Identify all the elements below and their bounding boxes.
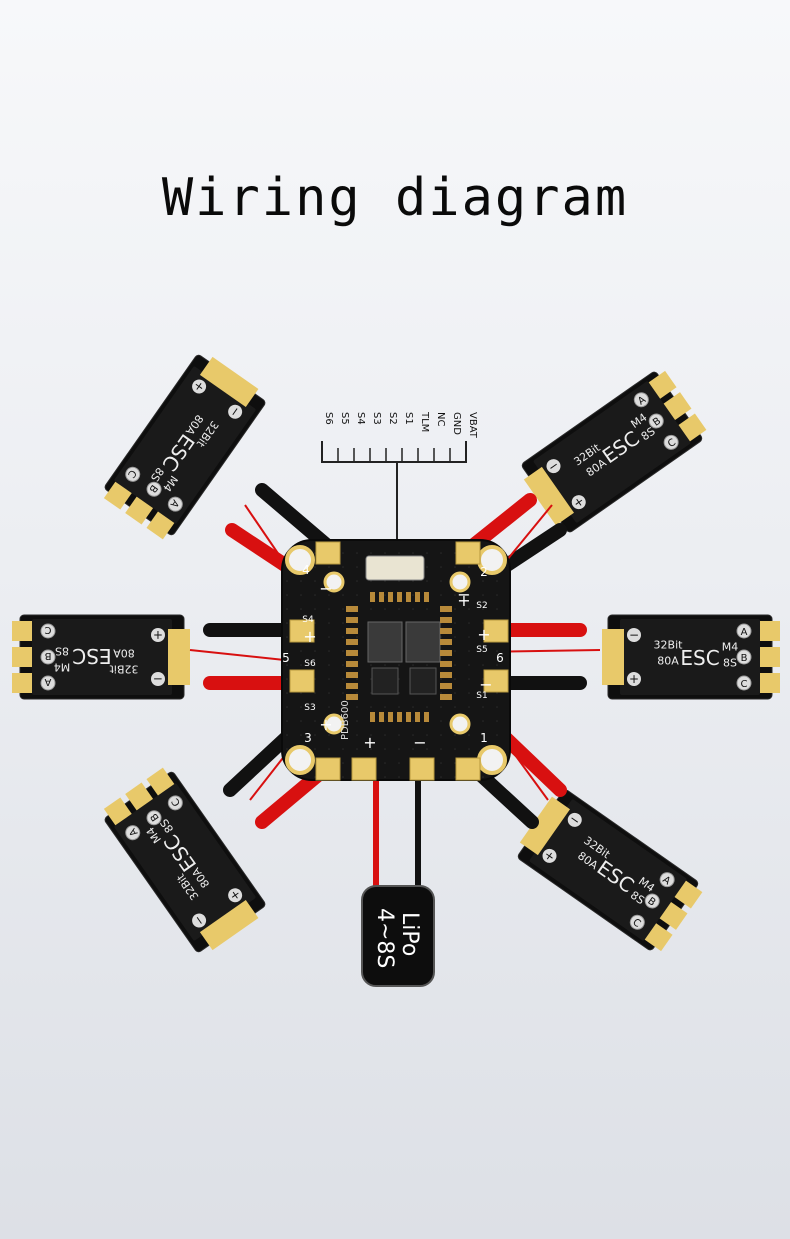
polarity-label: − xyxy=(413,733,426,752)
pin-label: S2 xyxy=(387,412,398,425)
esc-label-line4: 8S xyxy=(723,657,737,670)
pin-label: GND xyxy=(451,412,462,435)
esc-phase-label: A xyxy=(741,627,748,638)
mount-hole xyxy=(285,545,315,575)
solder-pad xyxy=(315,757,341,781)
signal-label: S4 xyxy=(302,615,314,625)
solder-pad xyxy=(409,757,435,781)
solder-pad xyxy=(455,757,481,781)
esc-label-line1: 32Bit xyxy=(109,663,139,676)
solder-pad xyxy=(289,669,315,693)
board-model-label: PDB600 xyxy=(340,700,351,740)
board-connector xyxy=(365,555,425,581)
pin-label: VBAT xyxy=(467,412,478,439)
signal-label: S2 xyxy=(476,601,487,611)
pin-label: S3 xyxy=(371,412,382,425)
pin-label: NC xyxy=(435,412,446,426)
esc-label-line2: 80A xyxy=(113,647,135,660)
pin-label: S6 xyxy=(323,412,334,425)
esc-phase-label: C xyxy=(741,679,748,690)
lipo-battery: LiPo 4~8S xyxy=(361,885,435,987)
esc-label-line2: 80A xyxy=(657,655,679,668)
polarity-label: + xyxy=(363,733,376,752)
solder-pad xyxy=(483,619,509,643)
motor-number-label: 4 xyxy=(302,563,310,577)
polarity-label: + xyxy=(319,715,332,734)
signal-label: S3 xyxy=(304,703,315,713)
esc-label-line3: M4 xyxy=(722,641,739,654)
esc-label-line3: M4 xyxy=(54,661,71,674)
pin-header-callout: VBAT GND NC TLM S1 S2 S3 S4 S5 S6 xyxy=(321,411,478,572)
motor-number-label: 1 xyxy=(480,731,488,745)
motor-number-label: 5 xyxy=(282,651,290,665)
esc-phase-label: A xyxy=(44,676,51,687)
polarity-label: + xyxy=(457,591,470,610)
mount-hole xyxy=(285,745,315,775)
page-title: Wiring diagram xyxy=(161,168,629,228)
battery-cells-label: 4~8S xyxy=(372,908,397,968)
solder-pad xyxy=(455,541,481,565)
esc-phase-label: B xyxy=(741,653,748,664)
polarity-label: + xyxy=(303,627,316,646)
svg-text:−: − xyxy=(629,628,639,642)
motor-number-label: 2 xyxy=(480,565,488,579)
solder-pad xyxy=(315,541,341,565)
signal-label: S1 xyxy=(476,691,487,701)
pin-label: S1 xyxy=(403,412,414,425)
esc-phase-label: B xyxy=(44,650,51,661)
polarity-label: − xyxy=(479,675,492,694)
svg-text:+: + xyxy=(153,628,163,642)
battery-leads xyxy=(373,780,421,892)
motor-number-label: 6 xyxy=(496,651,504,665)
esc-label-brand: ESC xyxy=(72,644,111,668)
polarity-label: − xyxy=(457,585,470,604)
pin-label: S5 xyxy=(339,412,350,425)
signal-label: S6 xyxy=(304,659,316,669)
signal-label: S5 xyxy=(476,645,487,655)
motor-number-label: 3 xyxy=(304,731,312,745)
battery-type-label: LiPo xyxy=(397,912,422,956)
pin-label: TLM xyxy=(419,411,430,432)
solder-pad xyxy=(351,757,377,781)
esc-label-brand: ESC xyxy=(680,646,719,670)
esc-phase-label: C xyxy=(44,624,51,635)
polarity-label: + xyxy=(477,625,490,644)
esc-label-line1: 32Bit xyxy=(654,639,684,652)
svg-text:−: − xyxy=(153,672,163,686)
mount-hole xyxy=(477,745,507,775)
polarity-label: − xyxy=(319,579,332,598)
esc-label-line4: 8S xyxy=(55,645,69,658)
solder-pad xyxy=(289,619,315,643)
svg-text:+: + xyxy=(629,672,639,686)
solder-pad xyxy=(483,669,509,693)
pin-label: S4 xyxy=(355,412,366,425)
